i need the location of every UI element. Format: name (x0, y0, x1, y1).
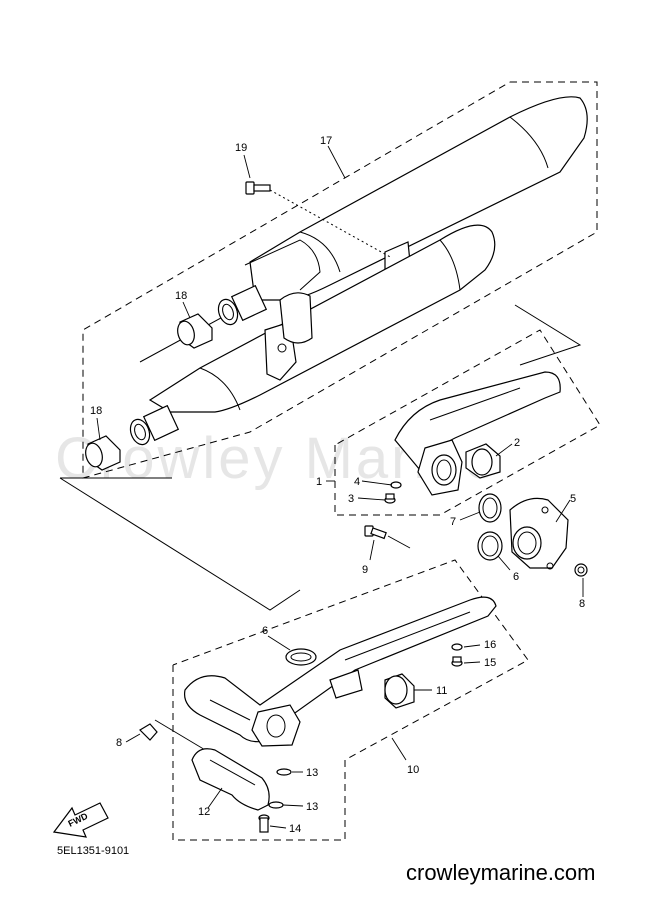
callout-17: 17 (320, 135, 332, 147)
heat-shield-12 (191, 748, 270, 811)
callout-5: 5 (570, 493, 576, 505)
bolt-9 (364, 525, 387, 540)
callout-18-lower: 18 (90, 405, 102, 417)
rear-pipe-frame (172, 559, 529, 841)
rear-exhaust-pipe (183, 596, 497, 747)
clip-13-lower (268, 801, 284, 809)
callout-14: 14 (289, 823, 301, 835)
callout-13-upper: 13 (306, 767, 318, 779)
callout-3: 3 (348, 493, 354, 505)
gasket-7 (478, 493, 502, 523)
fwd-arrow-icon: FWD (52, 802, 109, 838)
bolt-19 (245, 181, 271, 195)
callout-18-upper: 18 (175, 290, 187, 302)
front-exhaust-pipe (394, 371, 561, 496)
gasket-18-upper (177, 313, 213, 349)
leader-lines (96, 145, 584, 829)
callout-10: 10 (407, 764, 419, 776)
front-pipe-frame (334, 329, 601, 516)
callout-11: 11 (436, 685, 447, 697)
callout-12: 12 (198, 806, 210, 818)
gasket-2 (465, 443, 501, 479)
bolt-15 (451, 656, 463, 667)
lower-clamp-joint (129, 404, 180, 446)
callout-9: 9 (362, 564, 368, 576)
nut-4 (390, 481, 402, 489)
nut-8-right (574, 563, 588, 577)
gasket-6-lower (285, 648, 317, 666)
callout-1: 1 (316, 476, 322, 488)
callout-6-upper: 6 (513, 571, 519, 583)
gasket-18-lower (85, 435, 121, 471)
flange-5 (509, 497, 569, 570)
callout-8-left: 8 (116, 737, 122, 749)
callout-16: 16 (484, 639, 496, 651)
clip-13-upper (276, 768, 292, 776)
gasket-6-upper (477, 531, 503, 561)
upper-clamp-joint (217, 284, 313, 344)
nut-8-left (139, 723, 158, 741)
callout-8-right: 8 (579, 598, 585, 610)
callout-6-lower: 6 (262, 625, 268, 637)
callout-7: 7 (450, 516, 456, 528)
muffler-group-frame (82, 81, 598, 479)
callout-15: 15 (484, 657, 496, 669)
callout-4: 4 (354, 476, 360, 488)
callout-2: 2 (514, 437, 520, 449)
diagram-code: 5EL1351-9101 (57, 845, 129, 857)
screw-14 (258, 814, 270, 833)
site-url: crowleymarine.com (406, 860, 596, 885)
callout-labels: 17 19 18 18 1 4 3 2 5 7 6 8 9 6 16 15 11… (90, 135, 585, 835)
gasket-11 (384, 673, 415, 709)
callout-19: 19 (235, 142, 247, 154)
bolt-3 (384, 493, 396, 504)
nut-16 (451, 643, 463, 651)
callout-13-lower: 13 (306, 801, 318, 813)
